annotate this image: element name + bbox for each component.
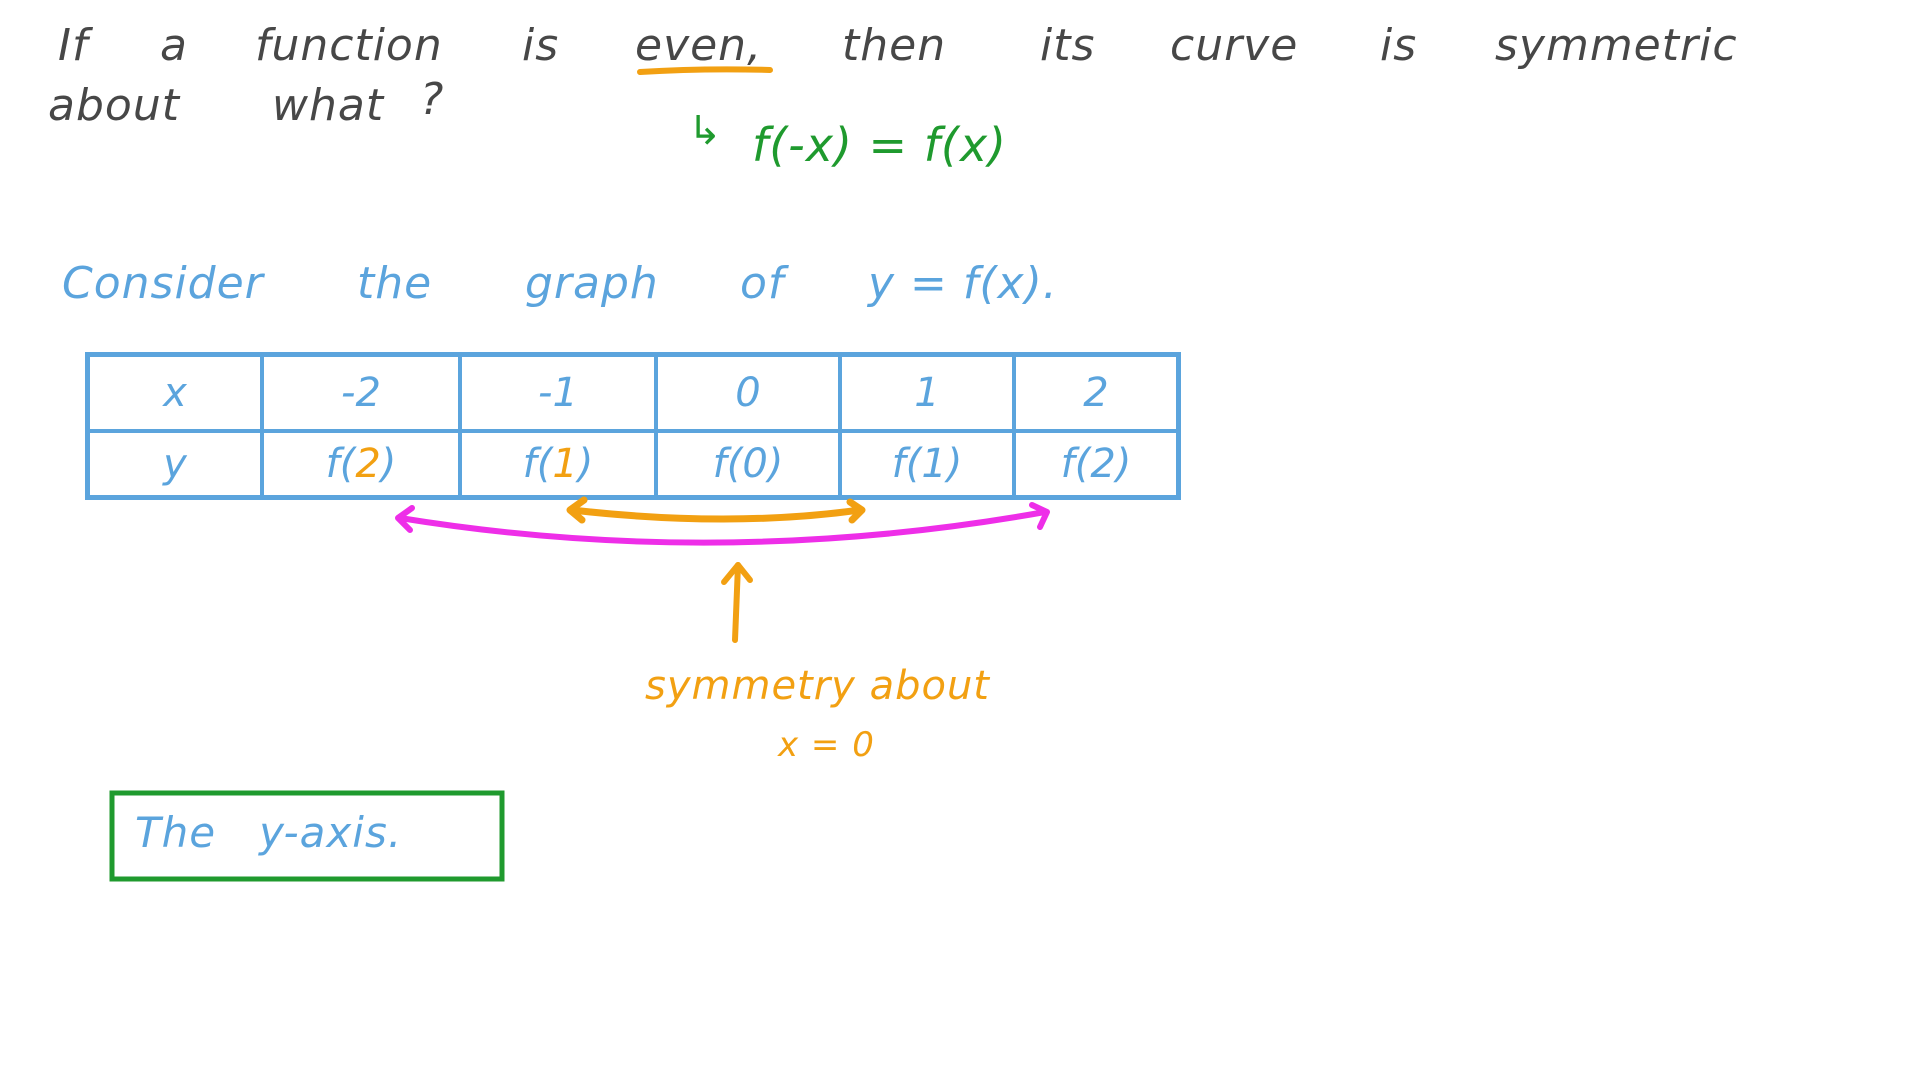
question-word: about: [48, 80, 180, 131]
fn-arg: 2: [1090, 441, 1116, 487]
table-cell-x: 2: [1012, 352, 1181, 433]
question-word: is: [522, 20, 560, 71]
table-row-y: y f(2) f(1) f(0) f(1) f(2): [85, 429, 1181, 500]
table-cell-y: f(1): [458, 429, 658, 500]
question-word: its: [1040, 20, 1096, 71]
question-word: symmetric: [1495, 20, 1738, 71]
table-cell-y: f(0): [654, 429, 842, 500]
consider-word: of: [740, 258, 785, 309]
table-cell-y: f(2): [1012, 429, 1181, 500]
fn-prefix: f(: [1060, 441, 1091, 487]
table-cell-x: 0: [654, 352, 842, 433]
question-word: a: [160, 20, 188, 71]
fn-suffix: ): [577, 441, 594, 487]
fn-prefix: f(: [891, 441, 922, 487]
fn-suffix: ): [1115, 441, 1132, 487]
fn-prefix: f(: [712, 441, 743, 487]
even-function-definition: f(-x) = f(x): [752, 118, 1008, 172]
question-word-even: even,: [635, 20, 763, 71]
table-row-x: x -2 -1 0 1 2: [85, 352, 1181, 433]
fn-prefix: f(: [522, 441, 553, 487]
table-header-y: y: [85, 429, 264, 500]
question-word: curve: [1170, 20, 1299, 71]
fn-suffix: ): [946, 441, 963, 487]
question-word: what: [272, 80, 385, 131]
consider-word: Consider: [62, 258, 264, 309]
fn-suffix: ): [380, 441, 397, 487]
hint-arrow-icon: ↳: [688, 108, 723, 154]
table-header-x: x: [85, 352, 264, 433]
up-arrow-icon: [721, 562, 753, 643]
table-cell-y: f(2): [260, 429, 462, 500]
question-word: If: [58, 20, 89, 71]
symmetry-axis-label: x = 0: [778, 725, 875, 765]
fn-arg: 0: [742, 441, 768, 487]
question-word: then: [842, 20, 947, 71]
function-equation: y = f(x).: [868, 258, 1058, 309]
question-word: is: [1380, 20, 1418, 71]
question-mark: ?: [420, 74, 445, 125]
symmetry-annotation: symmetry about: [645, 663, 990, 709]
fn-arg: 1: [921, 441, 947, 487]
table-cell-x: 1: [838, 352, 1016, 433]
inner-symmetry-arrow-icon: [566, 496, 866, 524]
fn-prefix: f(: [325, 441, 356, 487]
table-cell-x: -2: [260, 352, 462, 433]
consider-word: graph: [525, 258, 659, 309]
answer-text: The y-axis.: [135, 808, 403, 857]
values-table: x -2 -1 0 1 2 y f(2) f(1) f(0) f(1) f(2): [85, 352, 1181, 500]
fn-suffix: ): [767, 441, 784, 487]
fn-arg-highlight: 1: [552, 441, 578, 487]
outer-symmetry-arrow-icon: [395, 502, 1050, 546]
consider-word: the: [357, 258, 433, 309]
question-word: function: [255, 20, 443, 71]
table-cell-x: -1: [458, 352, 658, 433]
fn-arg-highlight: 2: [355, 441, 381, 487]
table-cell-y: f(1): [838, 429, 1016, 500]
